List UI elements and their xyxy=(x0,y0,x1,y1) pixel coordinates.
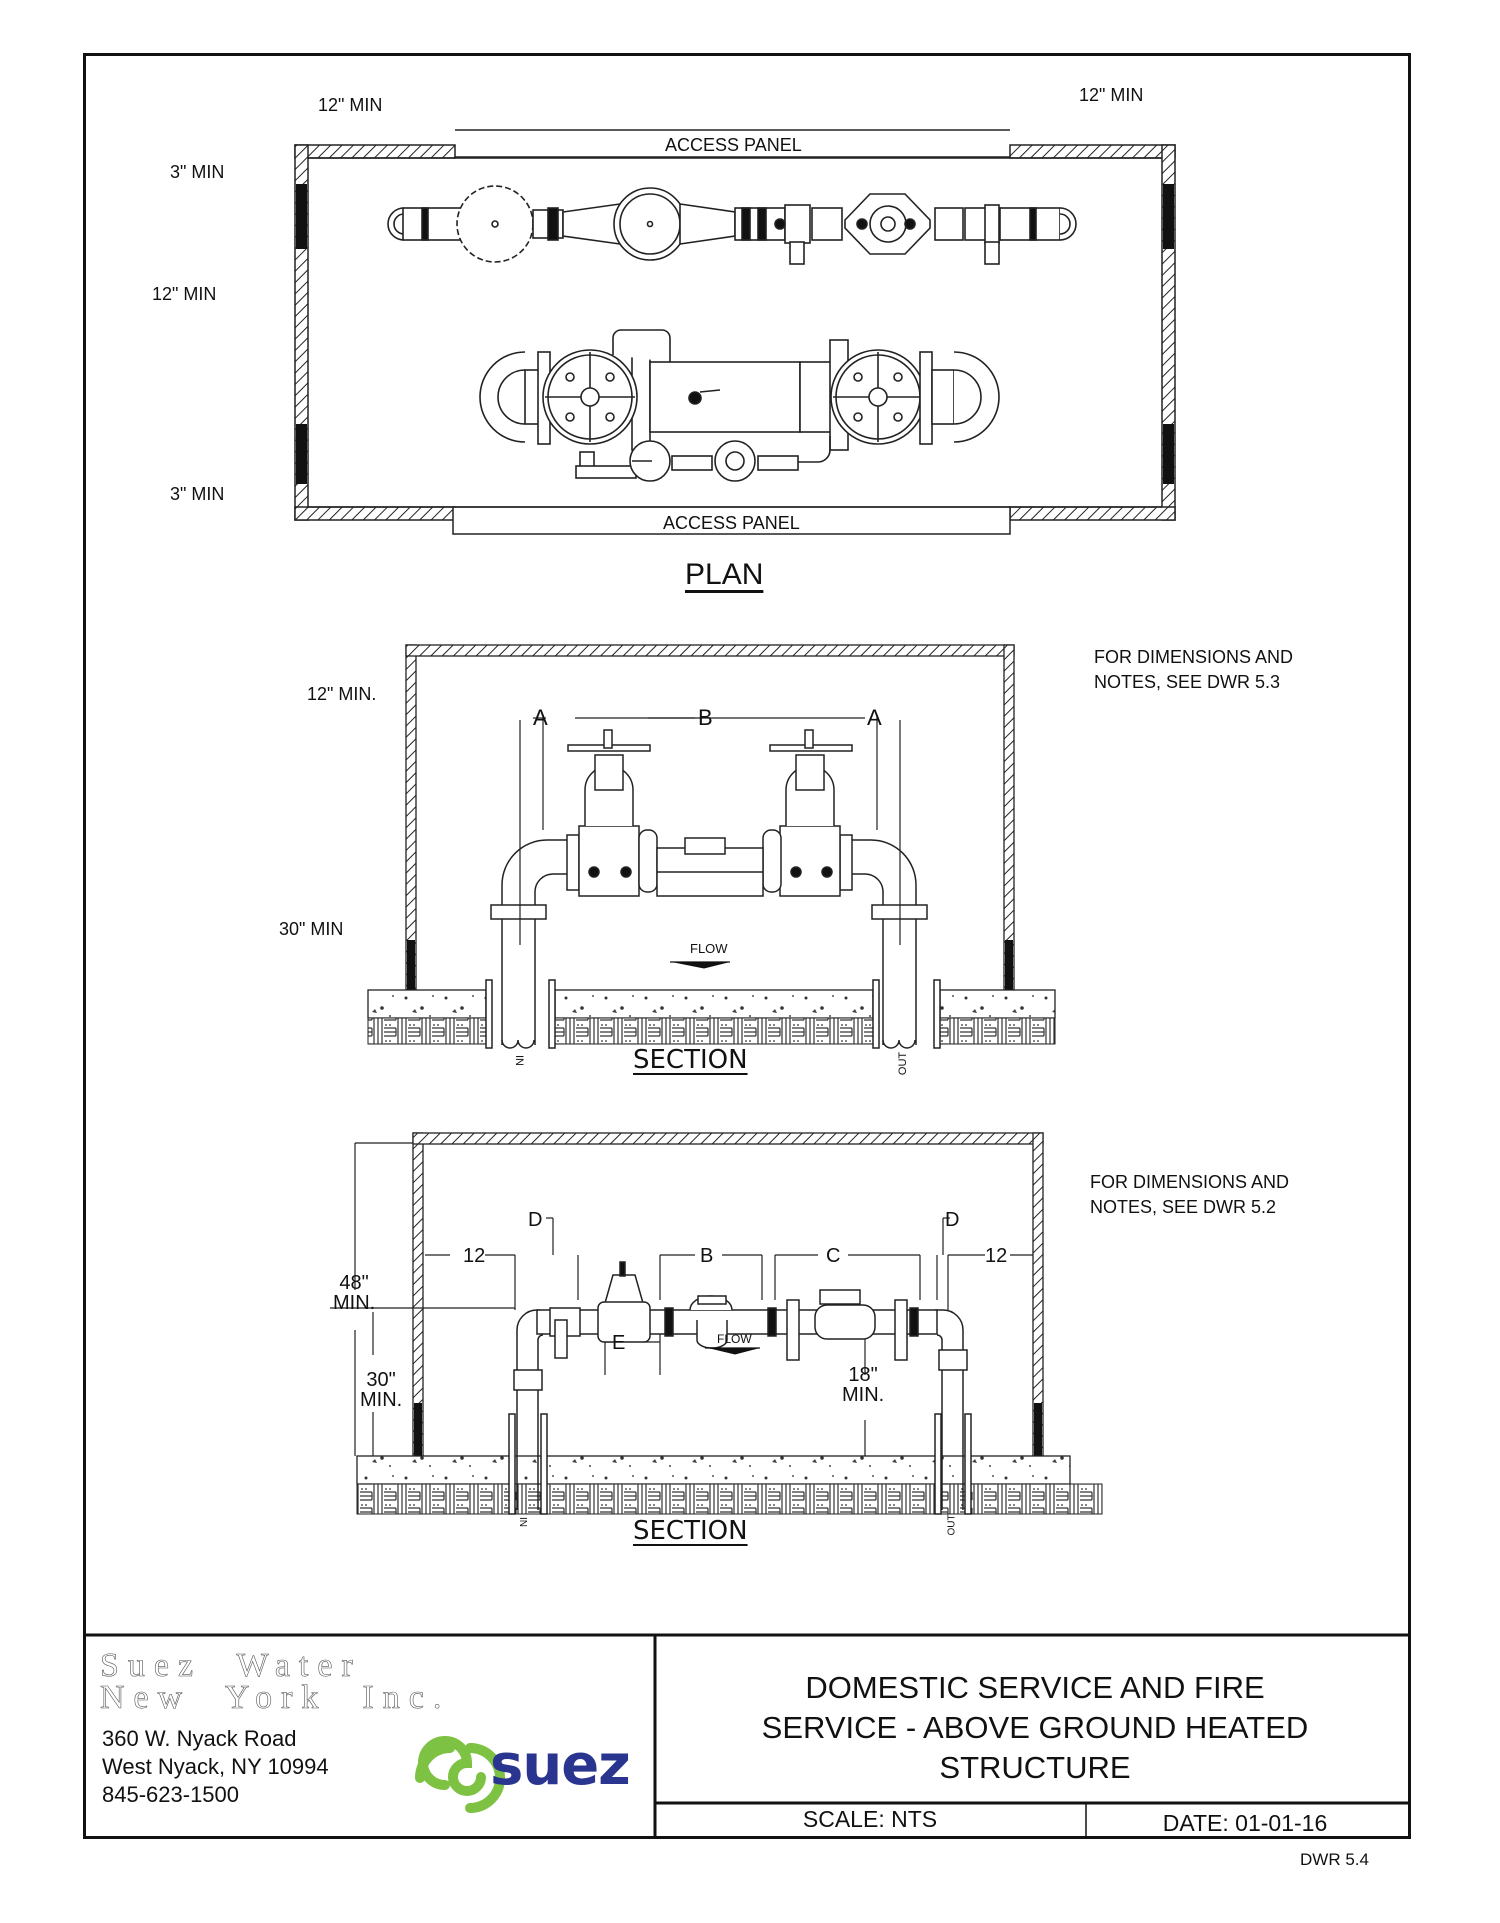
plan-title: PLAN xyxy=(685,558,764,591)
plan-access-panel-bottom: ACCESS PANEL xyxy=(663,513,800,533)
company-name: Suez Water New York Inc. xyxy=(100,1647,451,1716)
section-fire-note-line1: FOR DIMENSIONS AND xyxy=(1094,647,1294,667)
section-domestic-dim-right-offset: 12 xyxy=(985,1245,1008,1267)
company-name-line1: Suez Water xyxy=(100,1647,362,1684)
suez-logo-swirl xyxy=(415,1736,505,1813)
section-domestic-label-d-right: D xyxy=(945,1209,960,1231)
drawing-title-line3: STRUCTURE xyxy=(939,1750,1131,1785)
section-domestic-label-b: B xyxy=(700,1245,714,1267)
title-block-frame xyxy=(83,1633,1411,1838)
section-fire-out-label: OUT xyxy=(897,1051,910,1076)
drawing-title: DOMESTIC SERVICE AND FIRE SERVICE - ABOV… xyxy=(660,1668,1410,1788)
drawing-scale: SCALE: NTS xyxy=(802,1806,938,1832)
phone-number: 845-623-1500 xyxy=(102,1782,240,1807)
section-fire-view xyxy=(367,644,1056,1049)
section-domestic-label-c: C xyxy=(826,1245,841,1267)
section-fire-title: SECTION xyxy=(633,1045,748,1075)
section-fire-note-line2: NOTES, SEE DWR 5.3 xyxy=(1094,672,1281,692)
section-domestic-dim-pipe-height: 30" MIN. xyxy=(360,1369,403,1411)
section-domestic-dim-overall: 48" MIN. xyxy=(333,1272,376,1314)
section-fire-in-label: IN xyxy=(513,1055,525,1066)
company-name-line2: New York Inc. xyxy=(100,1679,451,1716)
section-domestic-note: FOR DIMENSIONS AND NOTES, SEE DWR 5.2 xyxy=(1090,1170,1289,1220)
drawing-title-line2: SERVICE - ABOVE GROUND HEATED xyxy=(761,1710,1309,1745)
plan-dim-left-bottom: 3" MIN xyxy=(170,484,225,504)
section-fire-flow-label: FLOW xyxy=(690,941,728,956)
section-fire-label-a-right: A xyxy=(867,705,882,730)
plan-access-panel-top: ACCESS PANEL xyxy=(665,135,802,155)
section-domestic-label-e: E xyxy=(612,1332,626,1354)
drawing-number: DWR 5.4 xyxy=(1300,1850,1369,1869)
section-fire-dim-top: 12" MIN. xyxy=(307,684,377,704)
section-domestic-title: SECTION xyxy=(633,1516,748,1546)
plan-dim-left-middle: 12" MIN xyxy=(152,284,217,304)
drawing-title-line1: DOMESTIC SERVICE AND FIRE xyxy=(805,1670,1265,1705)
drawing-sheet-border xyxy=(83,53,1411,1839)
suez-logo-wordmark: suez xyxy=(490,1733,631,1798)
section-fire-dim-bottom: 30" MIN xyxy=(279,919,344,939)
section-domestic-dim-left-offset: 12 xyxy=(463,1245,486,1267)
section-fire-label-b: B xyxy=(698,705,713,730)
plan-dim-top-left: 12" MIN xyxy=(318,95,383,115)
section-domestic-view xyxy=(330,1132,1103,1515)
address-line1: 360 W. Nyack Road xyxy=(102,1726,297,1751)
section-domestic-in-label: IN xyxy=(517,1517,528,1527)
section-domestic-flow-label: FLOW xyxy=(717,1332,752,1346)
drawing-date: DATE: 01-01-16 xyxy=(1162,1810,1328,1836)
section-domestic-note-line2: NOTES, SEE DWR 5.2 xyxy=(1090,1197,1277,1217)
section-domestic-note-line1: FOR DIMENSIONS AND xyxy=(1090,1172,1290,1192)
plan-view xyxy=(294,129,1176,535)
section-fire-note: FOR DIMENSIONS AND NOTES, SEE DWR 5.3 xyxy=(1094,645,1293,695)
section-domestic-label-d-left: D xyxy=(528,1209,543,1231)
section-fire-label-a-left: A xyxy=(533,705,548,730)
address-line2: West Nyack, NY 10994 xyxy=(102,1754,329,1779)
section-domestic-out-label: OUT xyxy=(946,1514,958,1536)
plan-dim-top-right: 12" MIN xyxy=(1079,85,1144,105)
plan-dim-left-top: 3" MIN xyxy=(170,162,225,182)
section-domestic-dim-clearance: 18" MIN. xyxy=(842,1364,885,1406)
